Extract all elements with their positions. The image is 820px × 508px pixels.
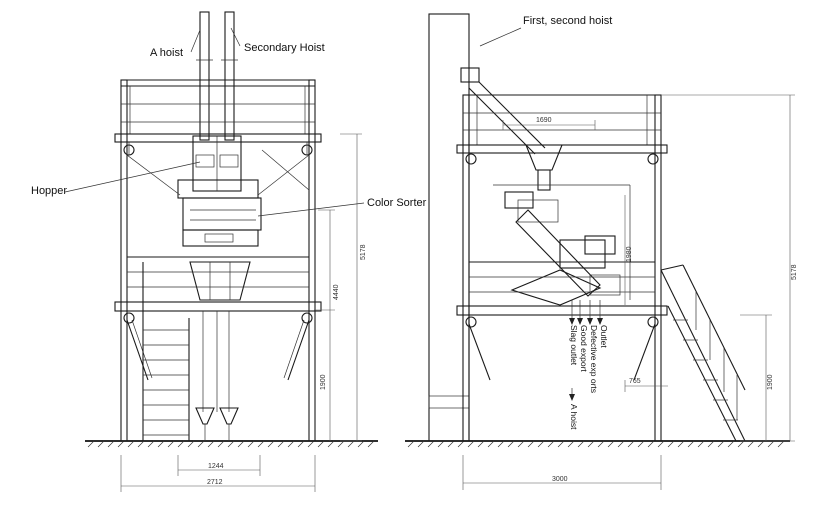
label-secondary-hoist: Secondary Hoist — [244, 42, 325, 54]
label-hopper: Hopper — [31, 185, 67, 197]
stair-left — [142, 262, 190, 441]
leader-lines — [64, 27, 522, 217]
dim-right-stair-width: 765 — [629, 378, 641, 385]
upper-beam-left — [114, 133, 322, 156]
dim-right-height-total: 5178 — [791, 264, 798, 280]
hoist-pipes-left — [196, 11, 238, 141]
label-a-hoist-arrow: A hoist — [569, 404, 579, 430]
side-elevation — [405, 13, 795, 490]
label-outlet: Outlet — [599, 325, 609, 348]
label-a-hoist: A hoist — [150, 47, 183, 59]
side-hopper-sorter — [504, 144, 621, 306]
dim-right-height-deck: 1900 — [767, 374, 774, 390]
platform-beam-right — [456, 305, 668, 328]
lower-braces-right — [468, 323, 656, 381]
dim-left-width-inner: 1244 — [208, 463, 224, 470]
lower-braces-left — [126, 319, 310, 381]
dim-left-height-platform: 4440 — [333, 284, 340, 300]
top-guardrail-left — [121, 79, 315, 134]
dim-left-height-deck: 1900 — [320, 374, 327, 390]
label-good-export: Good export — [579, 325, 589, 372]
dim-right-width-total: 3000 — [552, 476, 568, 483]
mid-railing-left — [127, 256, 309, 288]
front-elevation — [85, 11, 378, 492]
outlet-arrows — [569, 300, 603, 401]
hoist-tower — [428, 13, 546, 442]
dimensions-left — [120, 133, 362, 492]
dim-right-inner-height: 1980 — [626, 246, 633, 262]
outlet-funnels-left — [195, 311, 239, 441]
stair-right — [660, 264, 746, 442]
upper-braces-left — [126, 149, 310, 196]
dim-left-height-total: 5178 — [360, 244, 367, 260]
upper-beam-right — [456, 144, 668, 165]
mid-railing-right — [469, 261, 655, 293]
hopper-sorter-assembly — [177, 135, 262, 301]
dim-left-width-total: 2712 — [207, 479, 223, 486]
ground-left — [85, 440, 378, 448]
label-slag-outlet: Slag outlet — [569, 325, 579, 366]
platform-beam-left — [114, 301, 322, 324]
label-first-second-hoist: First, second hoist — [523, 15, 612, 27]
dimensions-right — [462, 94, 795, 490]
label-color-sorter: Color Sorter — [367, 197, 427, 209]
top-guardrail-right — [463, 94, 661, 145]
dim-right-top-width: 1690 — [536, 117, 552, 124]
inner-frame-right — [493, 184, 631, 300]
label-defective-exports: Defective exp orts — [589, 325, 599, 393]
ground-right — [405, 440, 790, 448]
